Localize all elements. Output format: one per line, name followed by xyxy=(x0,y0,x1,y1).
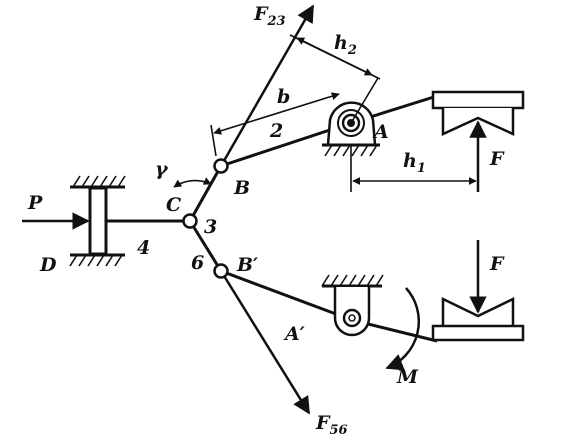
moment-m-arc xyxy=(385,287,420,371)
label-force-f-bottom: F xyxy=(489,253,505,275)
label-point-d: D xyxy=(39,254,57,276)
joint-b-prime xyxy=(213,263,229,279)
label-force-56: F56 xyxy=(315,412,348,438)
lower-lever xyxy=(220,269,353,322)
link-3 xyxy=(188,165,223,222)
pivot-a-prime-support xyxy=(321,274,384,337)
label-point-b: B xyxy=(233,177,250,199)
label-b: b xyxy=(277,86,290,108)
label-point-a-prime: A′ xyxy=(283,323,305,345)
label-force-f-top: F xyxy=(489,148,505,170)
joint-c xyxy=(182,213,198,229)
label-link-2: 2 xyxy=(269,120,283,142)
joint-b xyxy=(213,158,229,174)
label-point-b-prime: B′ xyxy=(236,254,258,276)
label-link-4: 4 xyxy=(137,237,150,259)
label-point-a: A xyxy=(372,121,389,143)
angle-gamma-arc xyxy=(173,177,212,188)
force-23-arrow xyxy=(219,4,315,167)
link-6 xyxy=(188,220,223,272)
label-force-p: P xyxy=(27,192,43,214)
label-force-23: F23 xyxy=(253,3,286,29)
label-point-c: C xyxy=(166,194,181,216)
slider-d xyxy=(69,175,126,267)
label-gamma: γ xyxy=(155,158,169,180)
label-link-3: 3 xyxy=(204,216,217,238)
upper-jaw xyxy=(431,90,525,136)
label-moment-m: M xyxy=(396,366,419,388)
dimension-h1 xyxy=(350,145,477,192)
force-56-arrow xyxy=(219,270,311,415)
label-h1: h1 xyxy=(403,150,426,176)
dimension-b xyxy=(210,92,340,157)
label-h2: h2 xyxy=(334,32,357,58)
dimension-h2 xyxy=(289,34,381,124)
label-link-6: 6 xyxy=(191,252,204,274)
lower-jaw xyxy=(431,297,525,342)
